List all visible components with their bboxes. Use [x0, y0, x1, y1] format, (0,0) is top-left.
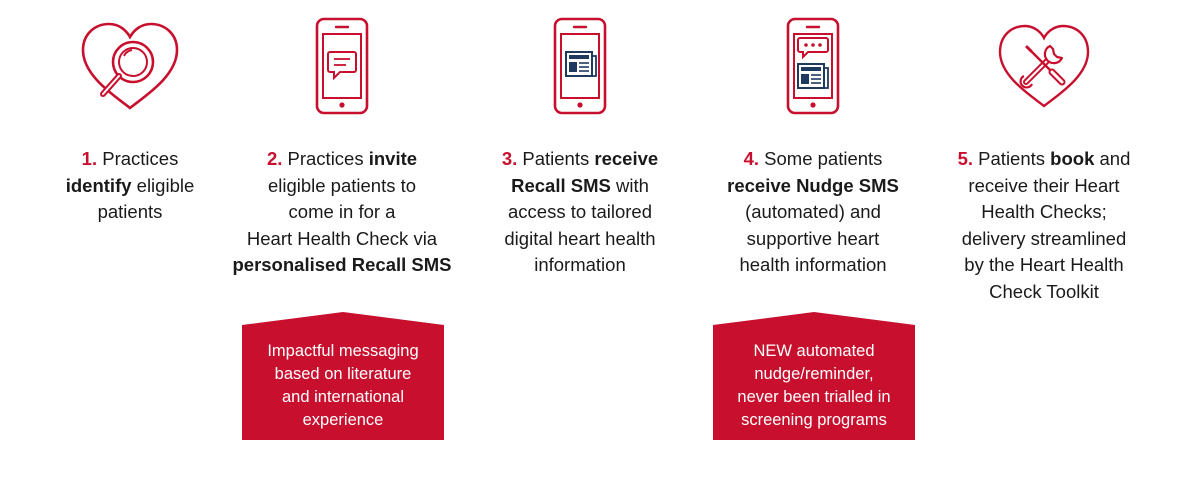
- step-3-icon-wrap: [460, 14, 700, 118]
- step-text-line: identify eligible: [10, 173, 250, 200]
- step-text-bold: receive: [594, 148, 659, 169]
- step-text-segment: come in for a: [288, 201, 396, 222]
- step-text-segment: delivery streamlined: [961, 227, 1127, 249]
- step-text-segment: Some patients: [759, 148, 883, 169]
- step-text-segment: supportive heart: [746, 227, 880, 249]
- step-number: 5.: [957, 148, 974, 169]
- step-text-line: 1. Practices: [10, 146, 250, 173]
- step-text-line: Recall SMS with: [460, 173, 700, 200]
- phone-newspaper-icon: [553, 17, 607, 115]
- step-text-line: eligible patients to: [222, 173, 462, 200]
- step-text-bold: invite: [368, 148, 418, 169]
- step-text-segment: by the Heart Health: [964, 254, 1124, 275]
- callout-text-line: experience: [302, 411, 384, 429]
- step-text-line: supportive heart: [693, 226, 933, 253]
- step-text-bold: identify: [65, 174, 132, 196]
- step-text-bold: personalised Recall SMS: [232, 254, 452, 275]
- step-text-line: personalised Recall SMS: [222, 252, 462, 279]
- step-number: 4.: [743, 148, 760, 169]
- step-text-line: delivery streamlined: [924, 226, 1164, 253]
- step-text-bold: Recall SMS: [511, 174, 611, 196]
- step-text-segment: and: [1094, 148, 1131, 169]
- step-text-segment: Patients: [517, 148, 595, 169]
- step-text-segment: information: [534, 254, 626, 275]
- callout-step-4-text: NEW automated nudge/reminder, never been t…: [713, 340, 915, 432]
- step-text-segment: patients: [97, 201, 163, 222]
- step-text-line: (automated) and: [693, 199, 933, 226]
- step-2-icon-wrap: [222, 14, 462, 118]
- step-text-line: 5. Patients book and: [924, 146, 1164, 173]
- step-text-segment: receive their Heart: [968, 174, 1120, 196]
- callout-text-line: based on literature: [274, 365, 412, 383]
- step-text-segment: Heart Health Check via: [246, 227, 438, 249]
- heart-tools-icon: [998, 24, 1090, 108]
- callout-text-line: NEW automated: [753, 342, 875, 360]
- step-text-line: access to tailored: [460, 199, 700, 226]
- step-number: 3.: [501, 148, 518, 169]
- step-5-icon-wrap: [924, 14, 1164, 118]
- callout-step-2-text: Impactful messaging based on literature an…: [242, 340, 444, 432]
- step-number: 2.: [266, 148, 283, 169]
- step-text-segment: eligible patients to: [267, 174, 417, 196]
- step-text-segment: health information: [739, 254, 887, 275]
- callout-text-line: and international: [281, 388, 404, 406]
- step-text-segment: (automated) and: [745, 201, 881, 222]
- step-text-line: 2. Practices invite: [222, 146, 462, 173]
- callout-text-line: Impactful messaging: [267, 342, 419, 360]
- step-text-segment: Health Checks;: [981, 201, 1107, 222]
- callout-step-4: NEW automated nudge/reminder, never been t…: [713, 312, 915, 440]
- step-text-line: 3. Patients receive: [460, 146, 700, 173]
- step-text-line: health information: [693, 252, 933, 279]
- step-text-segment: Check Toolkit: [989, 280, 1099, 302]
- step-text-line: receive their Heart: [924, 173, 1164, 200]
- callout-shape: [242, 312, 444, 440]
- step-text-line: by the Heart Health: [924, 252, 1164, 279]
- step-text-line: Heart Health Check via: [222, 226, 462, 253]
- step-text-segment: digital heart health: [504, 227, 656, 249]
- step-4-icon-wrap: [693, 14, 933, 118]
- step-text-segment: Patients: [973, 148, 1051, 169]
- heart-magnifier-icon: [81, 22, 179, 110]
- phone-chat-newspaper-icon: [786, 17, 840, 115]
- callout-text-line: screening programs: [741, 411, 887, 429]
- step-text-line: patients: [10, 199, 250, 226]
- step-text-bold: receive Nudge SMS: [727, 174, 899, 196]
- step-text-segment: eligible: [131, 174, 195, 196]
- phone-chat-icon: [315, 17, 369, 115]
- callout-text-line: nudge/reminder,: [754, 365, 874, 383]
- callout-step-2: Impactful messaging based on literature an…: [242, 312, 444, 440]
- step-text-segment: Practices: [97, 148, 179, 169]
- step-text-line: come in for a: [222, 199, 462, 226]
- step-text-segment: Practices: [282, 148, 369, 169]
- step-text-line: receive Nudge SMS: [693, 173, 933, 200]
- step-1-icon-wrap: [10, 14, 250, 118]
- callout-shape: [713, 312, 915, 440]
- step-text-line: Health Checks;: [924, 199, 1164, 226]
- step-number: 1.: [81, 148, 98, 169]
- step-text-segment: with: [610, 174, 649, 196]
- step-text-line: information: [460, 252, 700, 279]
- step-text-bold: book: [1050, 148, 1095, 169]
- step-text-line: digital heart health: [460, 226, 700, 253]
- step-text-segment: access to tailored: [508, 201, 652, 222]
- step-text-line: 4. Some patients: [693, 146, 933, 173]
- step-text-line: Check Toolkit: [924, 279, 1164, 306]
- callout-text-line: never been trialled in: [737, 388, 891, 406]
